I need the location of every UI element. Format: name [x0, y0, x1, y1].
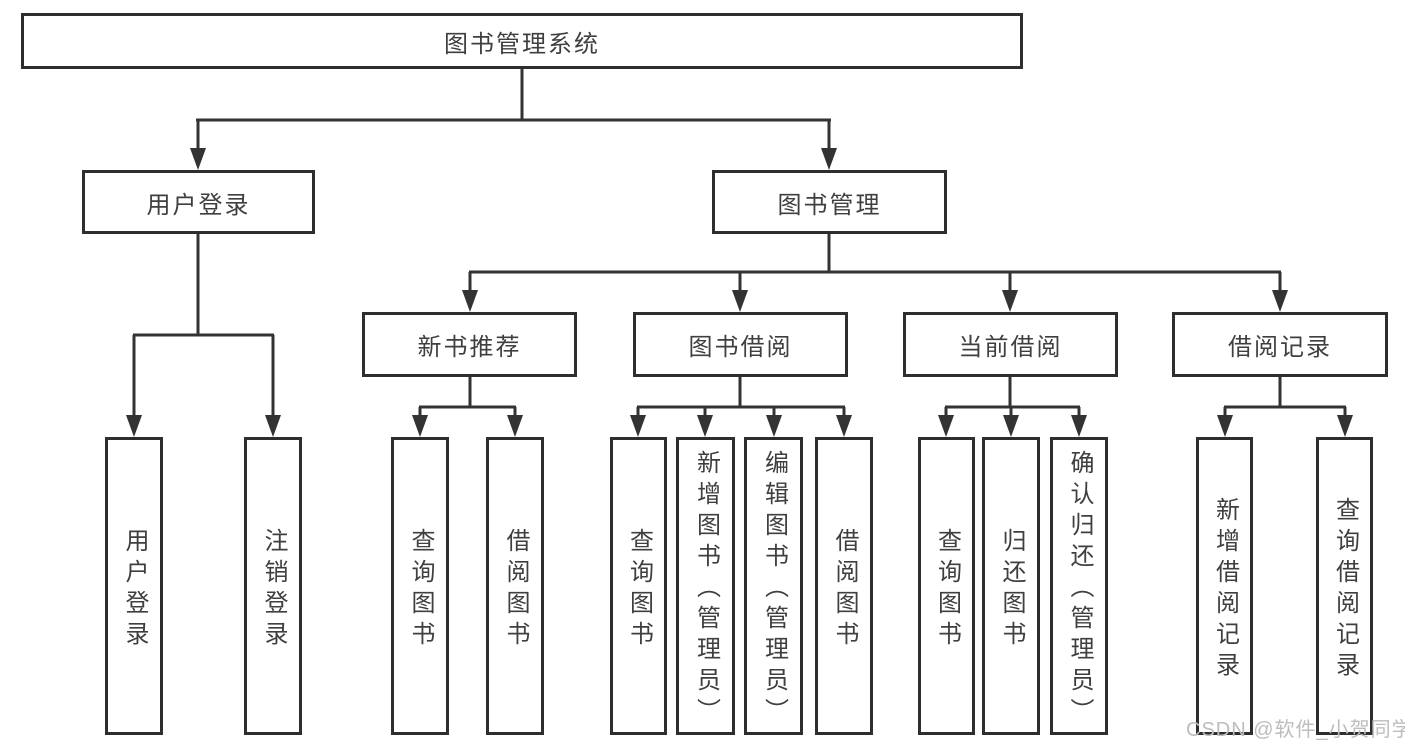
leaf-borrow-books-2: 借阅图书 [815, 437, 873, 735]
node-label: 查询借阅记录 [1331, 496, 1359, 683]
node-borrow-records: 借阅记录 [1172, 312, 1388, 377]
node-label: 用户登录 [121, 527, 148, 652]
node-label: 新增图书（管理员） [692, 450, 720, 729]
node-label: 图书管理 [777, 191, 882, 219]
node-label: 借阅记录 [1228, 334, 1332, 361]
leaf-logout: 注销登录 [244, 437, 302, 735]
leaf-query-books-3: 查询图书 [918, 437, 975, 735]
leaf-add-borrow-record: 新增借阅记录 [1196, 437, 1253, 735]
leaf-query-books-2: 查询图书 [610, 437, 667, 735]
node-label: 借阅图书 [831, 527, 858, 652]
node-label: 新增借阅记录 [1211, 496, 1239, 683]
node-library-system: 图书管理系统 [21, 13, 1023, 69]
leaf-user-login: 用户登录 [105, 437, 163, 735]
leaf-return-book: 归还图书 [982, 437, 1040, 735]
node-label: 确认归还（管理员） [1066, 450, 1093, 729]
node-user-login: 用户登录 [82, 170, 315, 234]
node-label: 借阅图书 [502, 527, 529, 652]
node-label: 查询图书 [625, 527, 653, 652]
node-book-management: 图书管理 [712, 170, 947, 234]
leaf-add-book-admin: 新增图书（管理员） [676, 437, 735, 735]
node-label: 图书借阅 [688, 334, 793, 361]
leaf-confirm-return-admin: 确认归还（管理员） [1050, 437, 1108, 735]
node-label: 查询图书 [933, 527, 961, 652]
node-label: 编辑图书（管理员） [760, 450, 788, 729]
node-book-borrow: 图书借阅 [633, 312, 848, 377]
node-label: 当前借阅 [958, 334, 1063, 361]
leaf-edit-book-admin: 编辑图书（管理员） [744, 437, 803, 735]
node-label: 新书推荐 [417, 334, 522, 361]
leaf-query-borrow-record: 查询借阅记录 [1316, 437, 1373, 735]
node-label: 注销登录 [260, 527, 287, 652]
node-label: 归还图书 [998, 527, 1025, 652]
leaf-query-books-1: 查询图书 [391, 437, 449, 735]
node-label: 用户登录 [146, 191, 251, 219]
node-label: 查询图书 [407, 527, 434, 652]
csdn-watermark: CSDN @软件_小贺同学 [1186, 719, 1405, 741]
leaf-borrow-books-1: 借阅图书 [486, 437, 544, 735]
node-current-borrow: 当前借阅 [903, 312, 1118, 377]
node-new-book-recommend: 新书推荐 [362, 312, 577, 377]
node-label: 图书管理系统 [444, 30, 600, 58]
